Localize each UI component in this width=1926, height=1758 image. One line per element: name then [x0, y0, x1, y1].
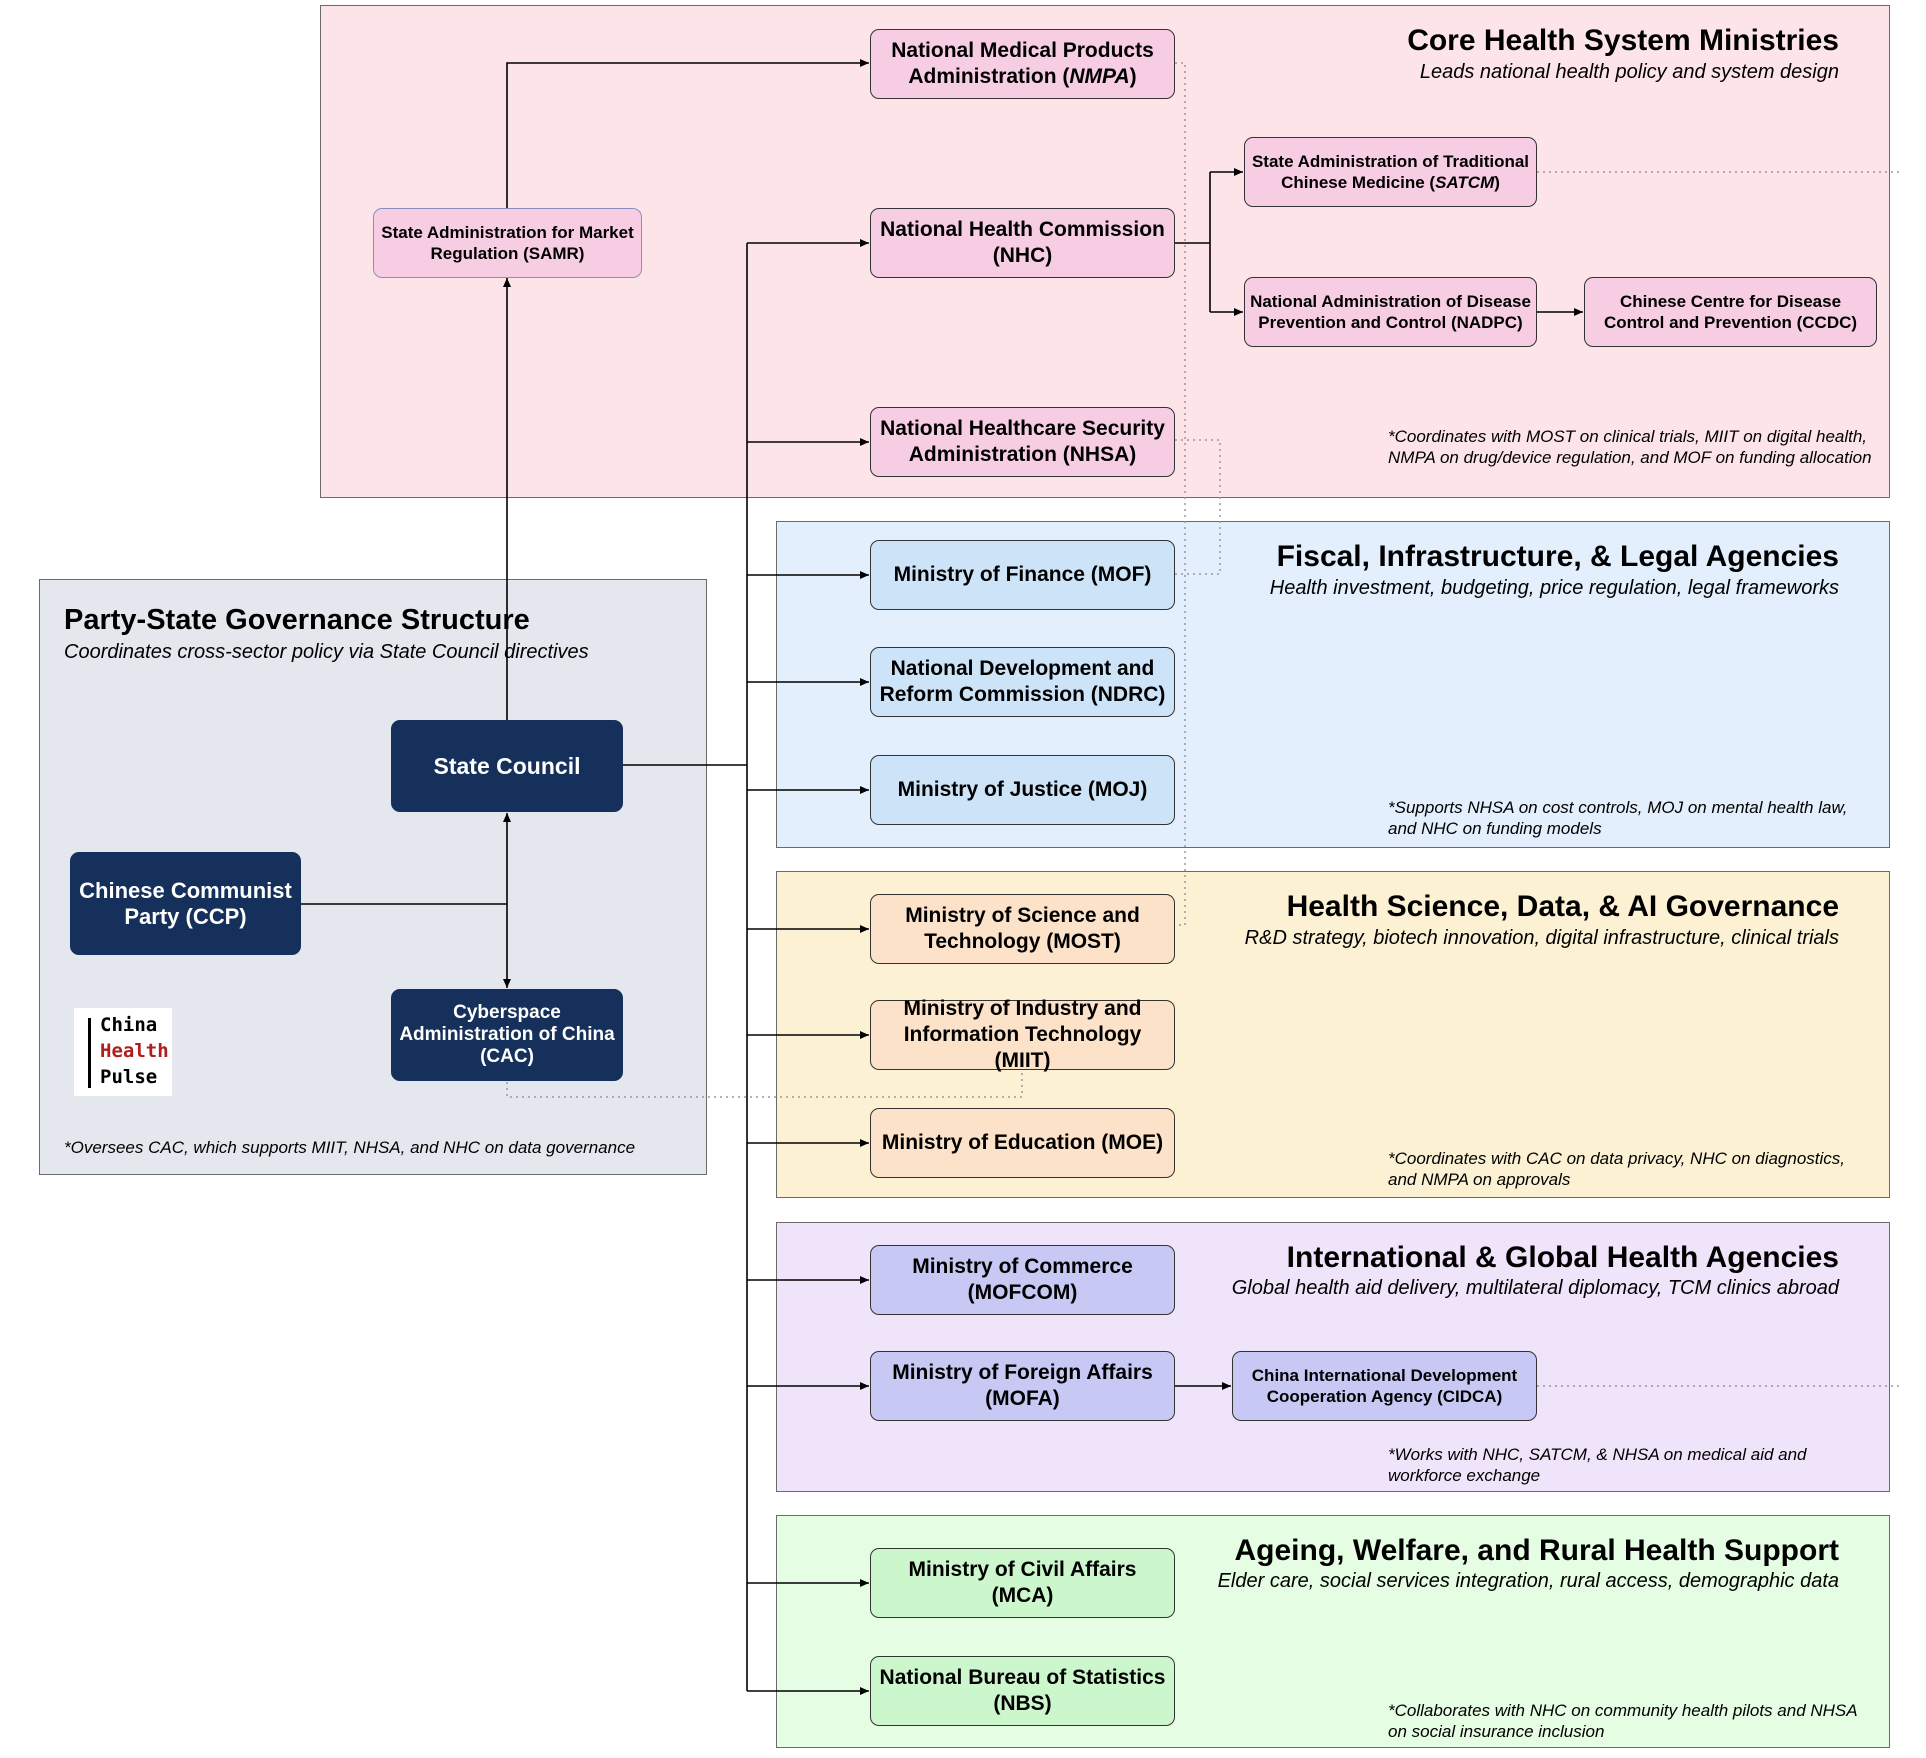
- core-panel-subtitle: Leads national health policy and system …: [1419, 61, 1839, 83]
- state-council-node[interactable]: State Council: [391, 720, 623, 812]
- fiscal-panel-subtitle: Health investment, budgeting, price regu…: [1269, 577, 1839, 599]
- fiscal-panel-note: *Supports NHSA on cost controls, MOJ on …: [1388, 798, 1848, 838]
- party-panel-subtitle: Coordinates cross-sector policy via Stat…: [64, 641, 589, 663]
- science-panel-title: Health Science, Data, & AI Governance: [1286, 890, 1839, 923]
- fiscal-panel-title: Fiscal, Infrastructure, & Legal Agencies: [1276, 540, 1839, 573]
- ageing-panel-title: Ageing, Welfare, and Rural Health Suppor…: [1234, 1534, 1839, 1567]
- moe-node[interactable]: Ministry of Education (MOE): [870, 1108, 1175, 1178]
- ageing-panel-subtitle: Elder care, social services integration,…: [1217, 1570, 1839, 1592]
- core-panel-note: *Coordinates with MOST on clinical trial…: [1388, 427, 1872, 467]
- science-panel-subtitle: R&D strategy, biotech innovation, digita…: [1244, 927, 1839, 949]
- nbs-node[interactable]: National Bureau of Statistics(NBS): [870, 1656, 1175, 1726]
- science-panel-note: *Coordinates with CAC on data privacy, N…: [1388, 1149, 1846, 1189]
- ageing-panel-note: *Collaborates with NHC on community heal…: [1388, 1701, 1857, 1741]
- nhc-node[interactable]: National Health Commission(NHC): [870, 208, 1175, 278]
- party-panel-note: *Oversees CAC, which supports MIIT, NHSA…: [64, 1138, 636, 1157]
- international-panel-subtitle: Global health aid delivery, multilateral…: [1231, 1277, 1839, 1299]
- core-panel-title: Core Health System Ministries: [1407, 24, 1839, 57]
- logo-line-pulse: Pulse: [100, 1066, 158, 1088]
- international-panel-note: *Works with NHC, SATCM, & NHSA on medica…: [1388, 1445, 1807, 1485]
- mca-node[interactable]: Ministry of Civil Affairs (MCA): [870, 1548, 1175, 1618]
- mof-node[interactable]: Ministry of Finance (MOF): [870, 540, 1175, 610]
- party-panel-title: Party-State Governance Structure: [64, 604, 530, 636]
- moj-node[interactable]: Ministry of Justice (MOJ): [870, 755, 1175, 825]
- mofa-node[interactable]: Ministry of Foreign Affairs(MOFA): [870, 1351, 1175, 1421]
- international-panel-title: International & Global Health Agencies: [1286, 1241, 1839, 1274]
- china-health-pulse-logo: China Health Pulse: [74, 1008, 172, 1096]
- logo-line-health: Health: [100, 1040, 169, 1062]
- logo-line-china: China: [100, 1014, 158, 1036]
- mofcom-node[interactable]: Ministry of Commerce(MOFCOM): [870, 1245, 1175, 1315]
